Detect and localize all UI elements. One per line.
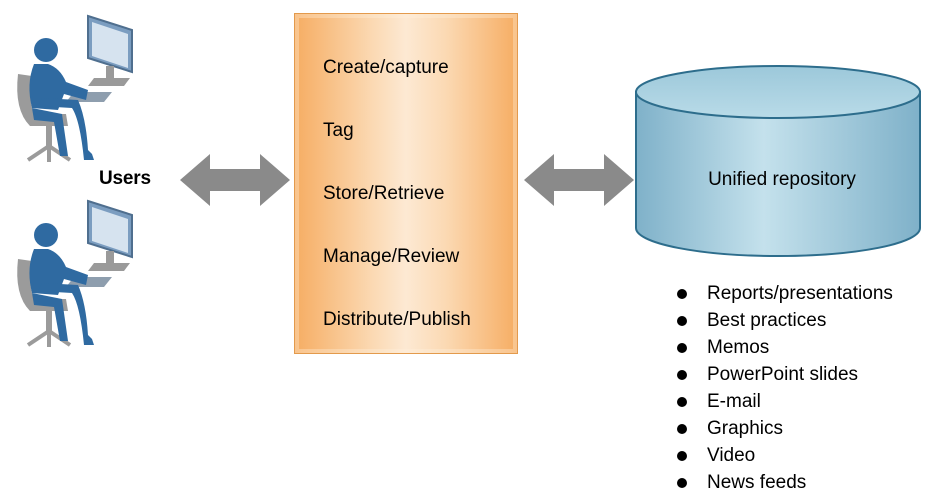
bullet-icon — [677, 451, 687, 461]
list-item: Graphics — [676, 415, 893, 442]
users-label: Users — [99, 168, 151, 189]
double-arrow-icon — [524, 154, 634, 206]
process-box: Create/capture Tag Store/Retrieve Manage… — [294, 13, 518, 354]
step-store-retrieve: Store/Retrieve — [323, 183, 445, 204]
list-item: Reports/presentations — [676, 280, 893, 307]
bullet-icon — [677, 343, 687, 353]
repository-label: Unified repository — [708, 169, 856, 190]
bullet-icon — [677, 397, 687, 407]
list-item: Memos — [676, 334, 893, 361]
cylinder-database-icon — [635, 65, 921, 257]
bullet-icon — [677, 316, 687, 326]
user-at-computer-icon — [17, 199, 133, 347]
content-types-list: Reports/presentations Best practices Mem… — [676, 280, 893, 496]
bullet-icon — [677, 370, 687, 380]
list-item: E-mail — [676, 388, 893, 415]
list-item: PowerPoint slides — [676, 361, 893, 388]
step-distribute-publish: Distribute/Publish — [323, 309, 471, 330]
double-arrow-icon — [180, 154, 290, 206]
bullet-icon — [677, 424, 687, 434]
list-item: News feeds — [676, 469, 893, 496]
list-item: Best practices — [676, 307, 893, 334]
step-create-capture: Create/capture — [323, 57, 449, 78]
step-tag: Tag — [323, 120, 354, 141]
step-manage-review: Manage/Review — [323, 246, 460, 267]
user-at-computer-icon — [17, 14, 133, 162]
bullet-icon — [677, 478, 687, 488]
list-item: Video — [676, 442, 893, 469]
bullet-icon — [677, 289, 687, 299]
